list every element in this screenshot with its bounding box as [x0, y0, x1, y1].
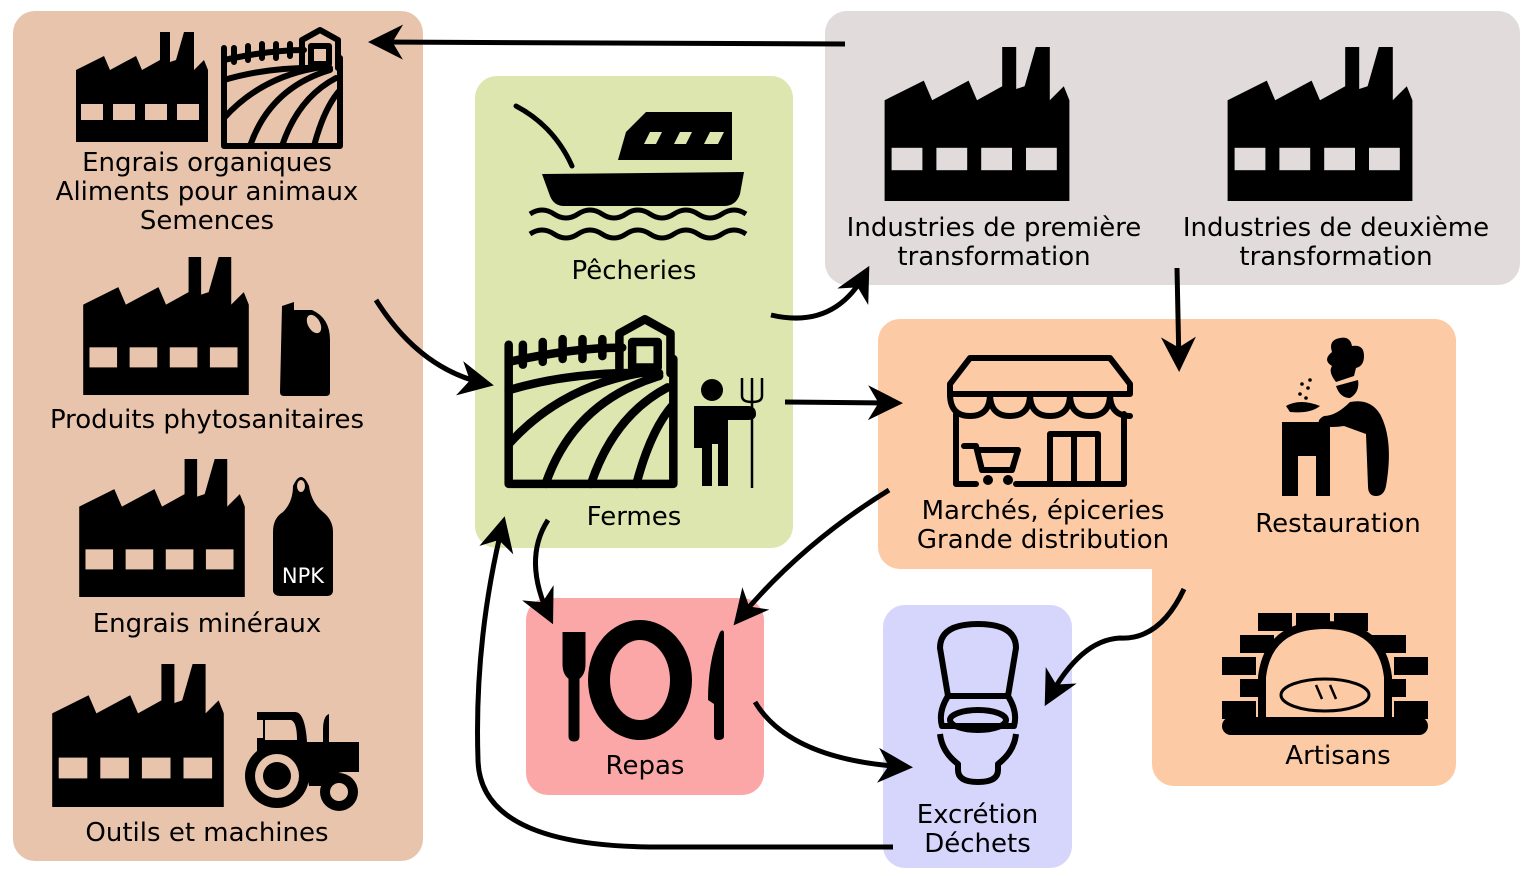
tractor-icon: [245, 712, 359, 811]
label-fisheries: Pêcheries: [571, 256, 697, 286]
farmer-icon: [694, 378, 764, 488]
factory-icon: [1227, 47, 1413, 201]
label-first-transformation: Industries de première transformation: [846, 213, 1142, 272]
label-waste: Excrétion Déchets: [916, 800, 1039, 859]
jerrycan-icon: [280, 302, 330, 396]
fishing-boat-icon: [513, 103, 748, 241]
bread-oven-icon: [1222, 613, 1428, 735]
farm-icon: [220, 28, 344, 150]
factory-icon: [83, 257, 249, 395]
factory-icon: [76, 32, 208, 142]
toilet-icon: [937, 621, 1019, 785]
label-farms: Fermes: [586, 502, 682, 532]
label-phytosanitary: Produits phytosanitaires: [49, 405, 365, 435]
label-organic-inputs: Engrais organiques Aliments pour animaux…: [55, 148, 359, 236]
waste-panel: [883, 605, 1072, 868]
fertilizer-bag-icon: [273, 477, 333, 596]
label-artisans: Artisans: [1285, 741, 1391, 771]
factory-icon: [884, 47, 1070, 201]
plate-cutlery-icon: [562, 620, 724, 742]
chef-icon: [1282, 337, 1389, 496]
label-tools-machines: Outils et machines: [85, 818, 329, 848]
label-mineral-fertilizer: Engrais minéraux: [92, 609, 322, 639]
label-restaurants: Restauration: [1255, 509, 1421, 539]
shop-icon: [947, 355, 1133, 487]
factory-icon: [79, 459, 245, 597]
factory-icon: [52, 664, 224, 807]
arrow-industry-to-inputs: [368, 24, 846, 60]
npk-text: NPK: [281, 564, 325, 588]
farm-icon: [503, 314, 679, 492]
label-meals: Repas: [605, 751, 685, 781]
label-second-transformation: Industries de deuxième transformation: [1182, 213, 1490, 272]
label-markets: Marchés, épiceries Grande distribution: [916, 496, 1170, 555]
